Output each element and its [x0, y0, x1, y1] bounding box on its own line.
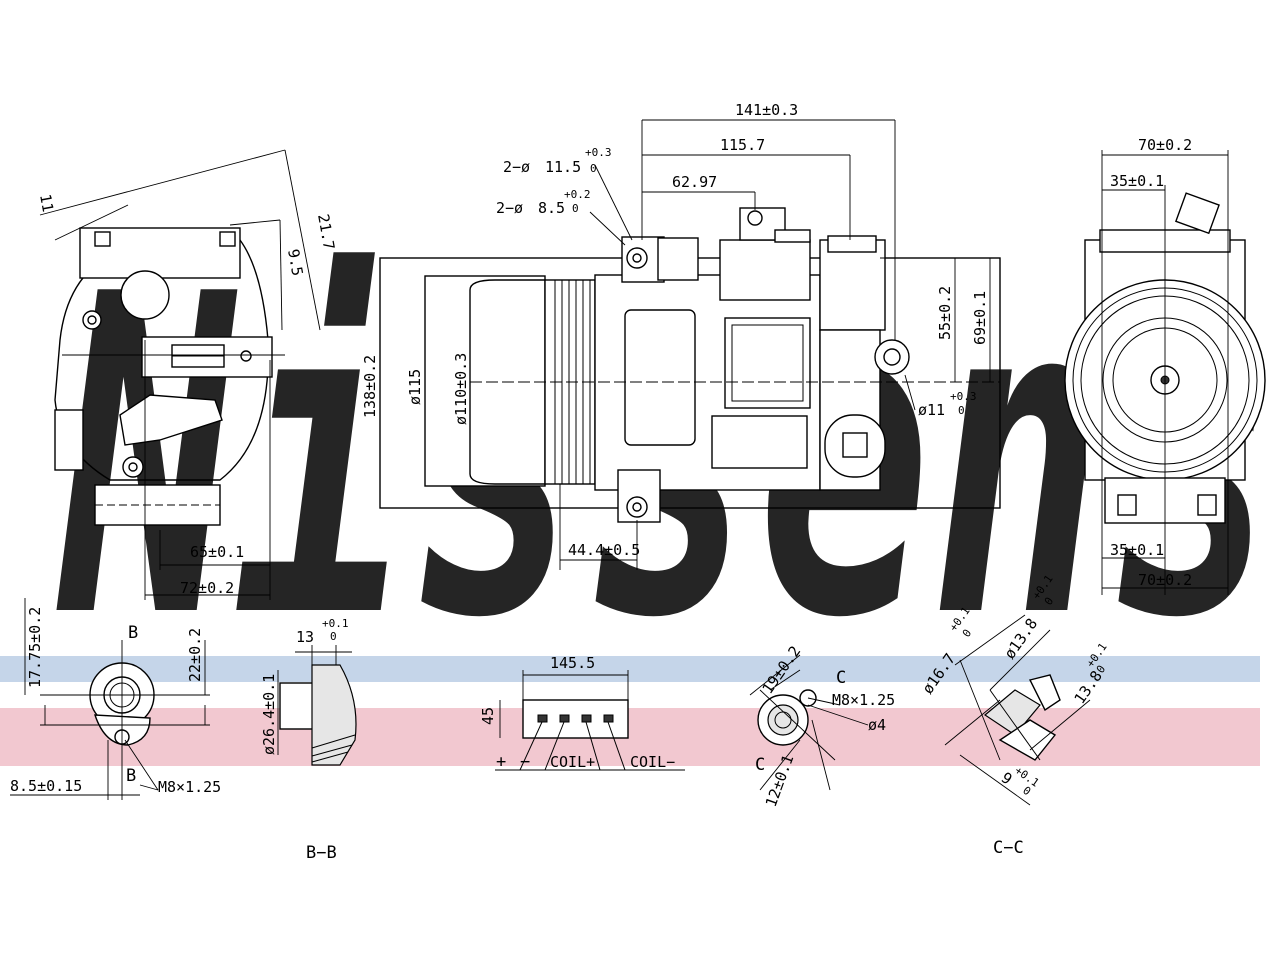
dim-diam-11-tol-upper: +0.3	[950, 390, 977, 403]
dim-diam-11-tol-lower: 0	[958, 404, 965, 417]
dim-2-8-5: 8.5	[538, 199, 565, 217]
dim-diam-26-4: ø26.4±0.1	[260, 674, 278, 755]
pin-coil-plus: COIL+	[550, 753, 595, 771]
pin-plus: +	[496, 752, 506, 772]
dim-diam-4: ø4	[868, 716, 886, 734]
section-mark-b-top: B	[128, 623, 138, 643]
dim-70-bottom: 70±0.2	[1138, 571, 1192, 589]
dim-2-8-5-prefix: 2−ø	[496, 199, 523, 217]
dim-65: 65±0.1	[190, 543, 244, 561]
dim-70-top: 70±0.2	[1138, 136, 1192, 154]
dim-2-11-5: 11.5	[545, 158, 581, 176]
dim-45: 45	[479, 707, 497, 725]
dim-17-75: 17.75±0.2	[26, 607, 44, 688]
dim-8-5-tol-lower: 0	[572, 202, 579, 215]
thread-m8-c: M8×1.25	[832, 691, 895, 709]
center-front-view: 141±0.3 115.7 62.97 2−ø 11.5 +0.3 0 2−ø …	[361, 101, 1001, 570]
dim-8-5-tol-upper: +0.2	[564, 188, 591, 201]
dim-72: 72±0.2	[180, 579, 234, 597]
dim-35-top: 35±0.1	[1110, 172, 1164, 190]
dim-9-tol-lower: 0	[1020, 784, 1033, 798]
dim-9-5: 9.5	[284, 248, 306, 278]
dim-diam-110: ø110±0.3	[452, 353, 470, 425]
dim-141: 141±0.3	[735, 101, 798, 119]
dim-138: 138±0.2	[361, 355, 379, 418]
dim-35-bottom: 35±0.1	[1110, 541, 1164, 559]
dim-22: 22±0.2	[186, 628, 204, 682]
dim-2-11-5-prefix: 2−ø	[503, 158, 530, 176]
dim-13-tol-upper: +0.1	[322, 617, 349, 630]
dim-21-7: 21.7	[314, 213, 338, 252]
section-label-b-b: B−B	[306, 843, 337, 863]
dim-145-5: 145.5	[550, 654, 595, 672]
dim-62-97: 62.97	[672, 173, 717, 191]
pin-coil-minus: COIL−	[630, 753, 675, 771]
pin-minus: −	[520, 752, 530, 772]
port-detail-b: 17.75±0.2 22±0.2 8.5±0.15 M8×1.25 B B	[10, 598, 221, 800]
dim-diam-11: ø11	[918, 401, 945, 419]
dim-55: 55±0.2	[936, 286, 954, 340]
thread-m8-b: M8×1.25	[158, 778, 221, 796]
section-mark-c-top: C	[836, 668, 846, 688]
dim-44-4: 44.4±0.5	[568, 541, 640, 559]
section-mark-b-bottom: B	[126, 766, 136, 786]
dim-13: 13	[296, 628, 314, 646]
section-b-b: 13 +0.1 0 ø26.4±0.1 B−B	[260, 617, 357, 863]
connector-pinout: 145.5 45 + − COIL+ COIL−	[479, 654, 685, 772]
section-label-c-c: C−C	[993, 838, 1024, 858]
dim-115-7: 115.7	[720, 136, 765, 154]
dim-11-5-tol-upper: +0.3	[585, 146, 612, 159]
right-end-view: 70±0.2 35±0.1 35±0.1 70±0.2	[1064, 136, 1266, 595]
dim-11: 11	[36, 193, 57, 214]
dim-8-5-port: 8.5±0.15	[10, 777, 82, 795]
dim-11-5-tol-lower: 0	[590, 162, 597, 175]
dim-9: 9	[998, 769, 1016, 789]
dim-69: 69±0.1	[971, 291, 989, 345]
section-mark-c-bottom: C	[755, 755, 765, 775]
dim-13-tol-lower: 0	[330, 630, 337, 643]
dim-diam-115: ø115	[406, 369, 424, 405]
left-side-view: 11 21.7 9.5 65±0.1 72±0.2	[36, 149, 338, 600]
